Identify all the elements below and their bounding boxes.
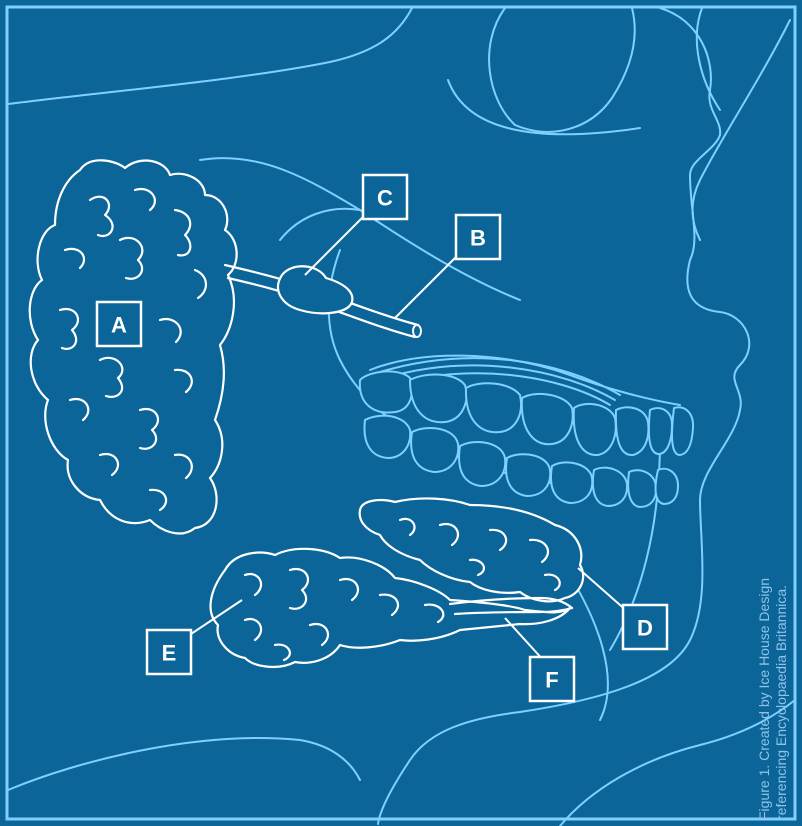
label-d-text: D	[637, 616, 653, 641]
jaw-line	[8, 738, 360, 790]
parotid-duct-opening	[413, 325, 421, 337]
upper-tooth	[522, 394, 573, 444]
cheekbone-line	[448, 80, 640, 134]
upper-tooth	[410, 375, 466, 423]
upper-tooth	[649, 408, 672, 454]
lower-tooth	[411, 428, 458, 472]
teeth	[360, 358, 693, 507]
skull-line	[8, 8, 412, 104]
label-c-text: C	[377, 186, 393, 211]
label-f-text: F	[545, 668, 558, 693]
upper-tooth	[360, 371, 412, 412]
figure-caption: Figure 1. Created by Ice House Design re…	[756, 578, 790, 820]
label-a: A	[97, 302, 141, 346]
label-e-text: E	[162, 641, 177, 666]
upper-tooth	[672, 407, 693, 455]
label-f: F	[530, 657, 574, 701]
label-d: D	[623, 605, 667, 649]
lower-tooth	[628, 470, 656, 507]
lower-tooth	[459, 442, 505, 486]
leader-line-b	[395, 255, 458, 318]
duct-papilla	[278, 266, 352, 313]
label-a-text: A	[111, 313, 127, 338]
palate-line	[280, 209, 360, 240]
upper-tooth	[466, 383, 521, 432]
upper-tooth	[616, 407, 649, 455]
label-c: C	[363, 175, 407, 219]
caption-line-1: Figure 1. Created by Ice House Design	[756, 578, 773, 820]
caption-line-2: referencing Encyclopaedia Britannica.	[773, 578, 790, 820]
lower-tooth	[593, 468, 627, 506]
label-b: B	[456, 215, 500, 259]
upper-tooth	[574, 404, 616, 455]
lower-tooth	[364, 416, 410, 458]
lower-tooth	[506, 454, 550, 496]
lower-tooth	[656, 469, 678, 504]
label-b-text: B	[470, 226, 486, 251]
lower-tooth	[551, 462, 592, 503]
ear-outline	[489, 8, 635, 132]
label-e: E	[147, 630, 191, 674]
